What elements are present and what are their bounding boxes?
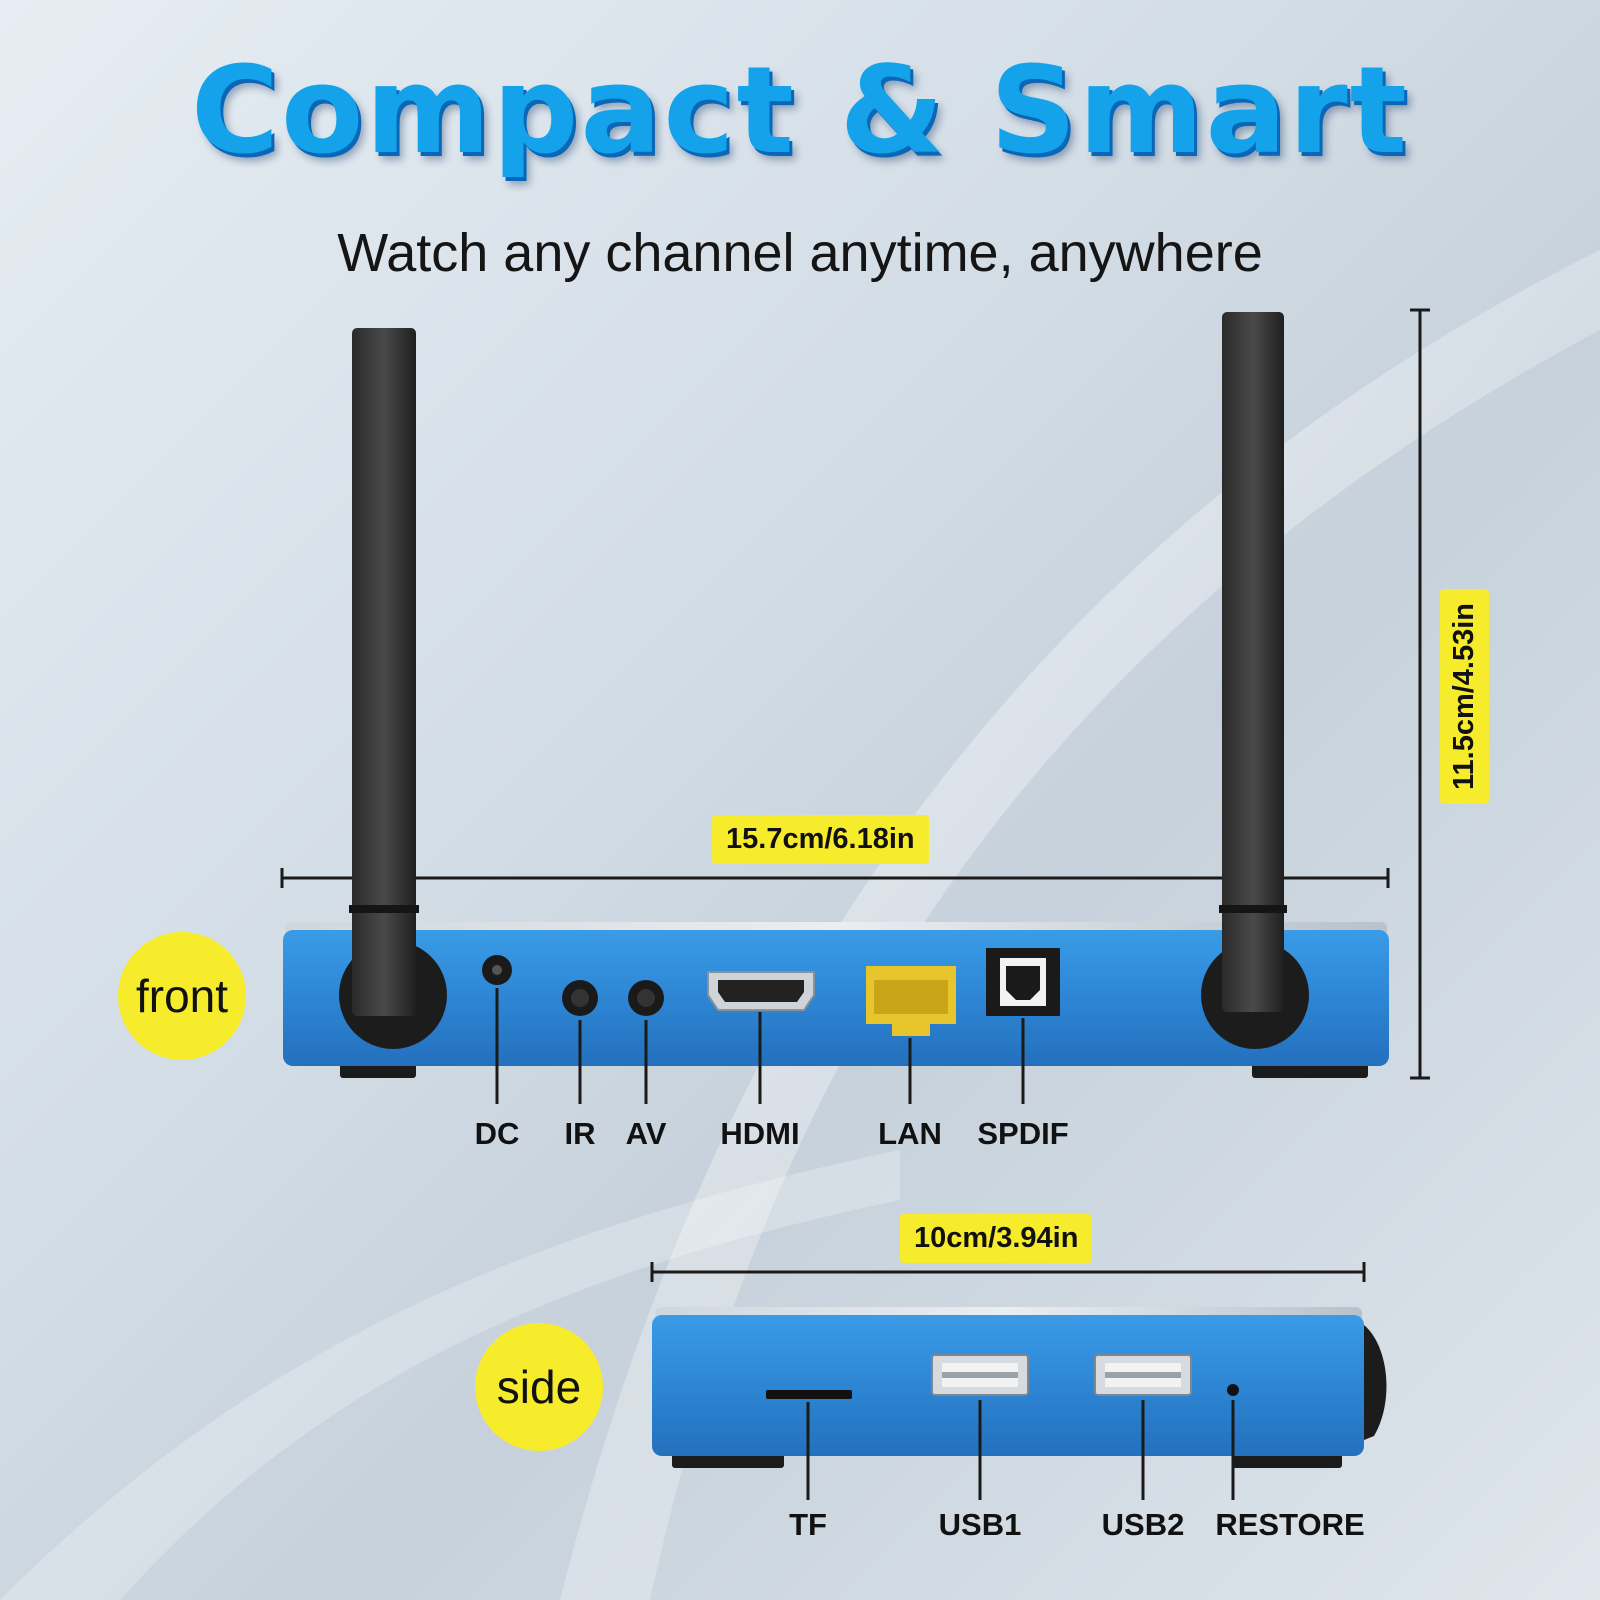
spdif-port xyxy=(986,948,1060,1016)
port-label-hdmi: HDMI xyxy=(720,1116,800,1151)
height-dimension-line xyxy=(1410,308,1430,1080)
port-label-restore: RESTORE xyxy=(1215,1507,1365,1542)
lan-port xyxy=(866,966,956,1036)
tf-slot xyxy=(766,1390,852,1399)
width-dimension-line xyxy=(280,868,1390,888)
hdmi-port xyxy=(707,971,815,1011)
port-label-lan: LAN xyxy=(878,1116,942,1151)
port-label-ir: IR xyxy=(564,1116,596,1151)
usb2-port xyxy=(1094,1354,1192,1396)
av-port xyxy=(628,980,664,1016)
port-label-tf: TF xyxy=(789,1507,827,1542)
port-label-usb1: USB1 xyxy=(938,1507,1022,1542)
port-label-av: AV xyxy=(625,1116,667,1151)
side-leader-lines xyxy=(806,1400,1235,1500)
side-view-label: side xyxy=(475,1323,603,1451)
usb1-port xyxy=(931,1354,1029,1396)
dc-port xyxy=(482,955,512,985)
depth-dimension-label: 10cm/3.94in xyxy=(900,1214,1093,1263)
front-device xyxy=(283,312,1389,1078)
page-title: Compact & Smart xyxy=(190,42,1410,181)
port-label-dc: DC xyxy=(474,1116,520,1151)
page-subtitle: Watch any channel anytime, anywhere xyxy=(337,223,1263,283)
depth-dimension-line xyxy=(650,1262,1366,1282)
height-dimension-label: 11.5cm/4.53in xyxy=(1440,588,1490,805)
front-view-label: front xyxy=(118,932,246,1060)
port-label-spdif: SPDIF xyxy=(977,1116,1069,1151)
width-dimension-label: 15.7cm/6.18in xyxy=(712,815,929,864)
port-label-usb2: USB2 xyxy=(1101,1507,1185,1542)
front-leader-lines xyxy=(495,988,1025,1104)
restore-button xyxy=(1227,1384,1239,1396)
ir-port xyxy=(562,980,598,1016)
